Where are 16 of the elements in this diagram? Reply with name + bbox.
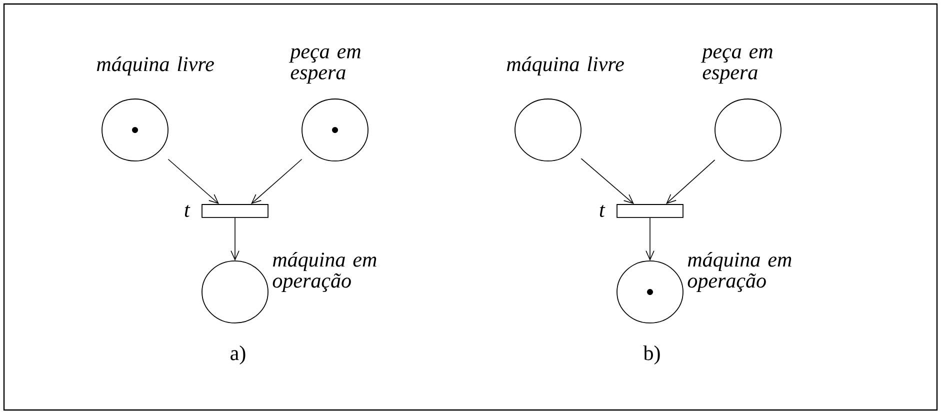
place-label: t bbox=[184, 204, 190, 217]
arrow bbox=[251, 158, 302, 204]
place-label: máquina em operação bbox=[272, 252, 376, 292]
place-label: máquina livre bbox=[506, 56, 624, 76]
place-label: máquina em operação bbox=[688, 252, 792, 292]
place-label: peça em espera bbox=[289, 48, 360, 84]
arrow bbox=[230, 218, 240, 261]
panel-label: b) bbox=[643, 345, 660, 364]
arrow bbox=[168, 158, 220, 204]
arrow bbox=[666, 160, 716, 204]
place-label: máquina livre bbox=[96, 56, 214, 76]
place-label: t bbox=[600, 204, 606, 217]
arrow bbox=[646, 218, 654, 261]
arrow bbox=[580, 158, 634, 204]
place-label: peça em espera bbox=[700, 48, 772, 84]
panel-label: a) bbox=[230, 345, 246, 364]
